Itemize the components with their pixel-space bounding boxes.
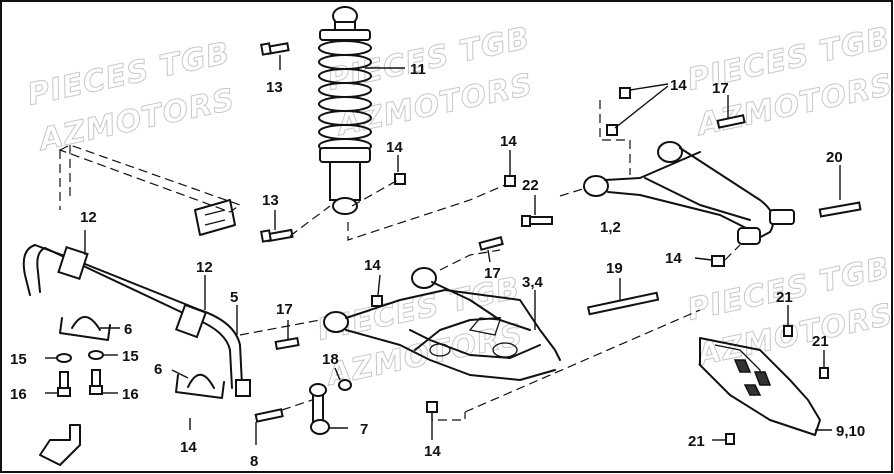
callout-16: 16 (10, 386, 27, 403)
callout-6: 6 (154, 361, 162, 378)
watermark-group: PIECES TGB AZMOTORS PIECES TGB AZMOTORS … (24, 20, 894, 394)
callout-8: 8 (250, 453, 258, 470)
callout-14: 14 (386, 139, 403, 156)
stabilizer-link (254, 379, 352, 435)
callout-14: 14 (180, 439, 197, 456)
callout-14: 14 (364, 257, 381, 274)
callout-21: 21 (812, 333, 829, 350)
callout-14: 14 (670, 77, 687, 94)
lower-arm-hardware (274, 236, 701, 421)
callout-14: 14 (500, 133, 517, 150)
callout-12: 12 (196, 259, 213, 276)
callout-12: 12 (80, 209, 97, 226)
shock-hardware (260, 42, 406, 243)
callout-15: 15 (10, 351, 27, 368)
bushing-clamp (59, 316, 225, 399)
bracket-bottom-left (39, 424, 81, 466)
skid-plate (699, 325, 829, 445)
callout-17: 17 (276, 301, 293, 318)
callout-13: 13 (266, 79, 283, 96)
lower-a-arm (239, 249, 561, 381)
callout-19: 19 (606, 260, 623, 277)
leader-lines (45, 55, 841, 445)
callout-15: 15 (122, 348, 139, 365)
stabilizer-bar (22, 244, 251, 397)
upper-a-arm (559, 100, 795, 245)
callout-14: 14 (665, 250, 682, 267)
callout-20: 20 (826, 149, 843, 166)
callout-21: 21 (776, 289, 793, 306)
callout-13: 13 (262, 192, 279, 209)
callout-9-10: 9,10 (836, 423, 865, 440)
shock-absorber (318, 6, 372, 215)
washer-bolt-set (56, 350, 104, 397)
callout-14: 14 (424, 443, 441, 460)
callout-18: 18 (322, 351, 339, 368)
callout-17: 17 (484, 265, 501, 282)
callout-11: 11 (410, 61, 426, 78)
callout-17: 17 (712, 80, 729, 97)
upper-arm-hardware (347, 87, 862, 267)
callout-16: 16 (122, 386, 139, 403)
frame-bracket-reference (58, 144, 242, 236)
callout-21: 21 (688, 433, 705, 450)
callout-3-4: 3,4 (522, 274, 544, 291)
callout-22: 22 (522, 177, 539, 194)
callout-6: 6 (124, 321, 132, 338)
callout-7: 7 (360, 421, 368, 438)
callout-labels: 11 13 13 14 14 22 14 17 20 1,2 14 14 17 … (10, 61, 865, 470)
callout-5: 5 (230, 289, 238, 306)
callout-1-2: 1,2 (600, 219, 621, 236)
